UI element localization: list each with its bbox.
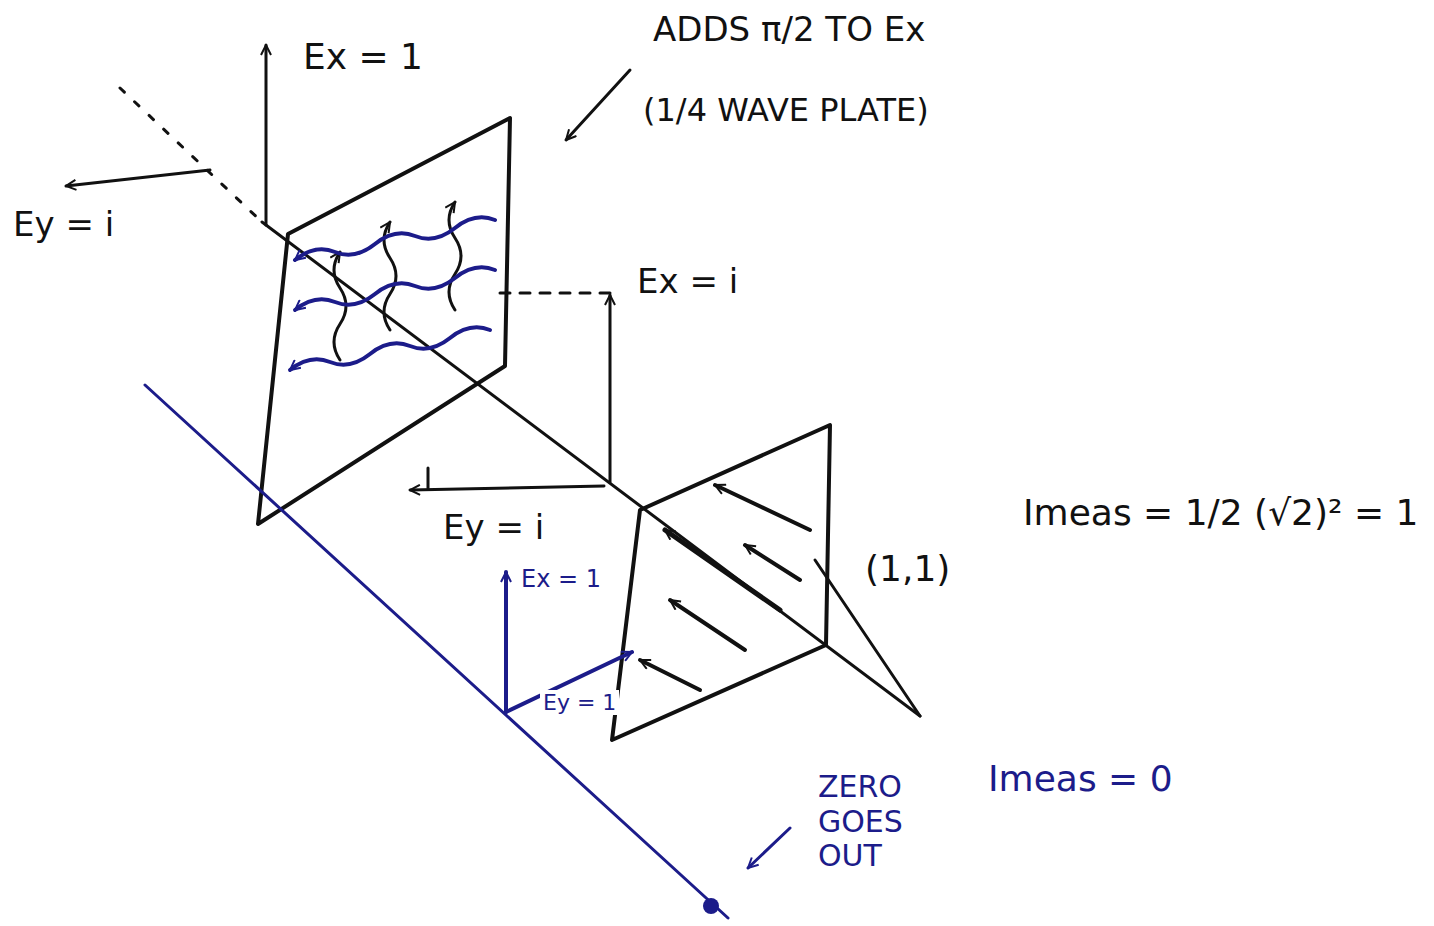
intensity-formula: Imeas = 0 [985, 758, 1176, 799]
intensity-formula: Imeas = 1/2 (√2)² = 1 [1020, 492, 1421, 533]
field-label: Ey = i [440, 508, 547, 547]
polarizer-label: (1,1) [862, 548, 953, 589]
field-label: Ey = 1 [540, 690, 619, 715]
plate-note: ADDS π/2 TO Ex [650, 10, 928, 49]
field-label: Ey = i [10, 205, 117, 244]
field-label: Ex = i [634, 262, 741, 301]
plate-note: (1/4 WAVE PLATE) [640, 92, 932, 129]
field-label: Ex = 1 [300, 36, 426, 77]
field-label: Ex = 1 [518, 566, 604, 594]
output-note: ZERO GOES OUT [815, 770, 951, 874]
